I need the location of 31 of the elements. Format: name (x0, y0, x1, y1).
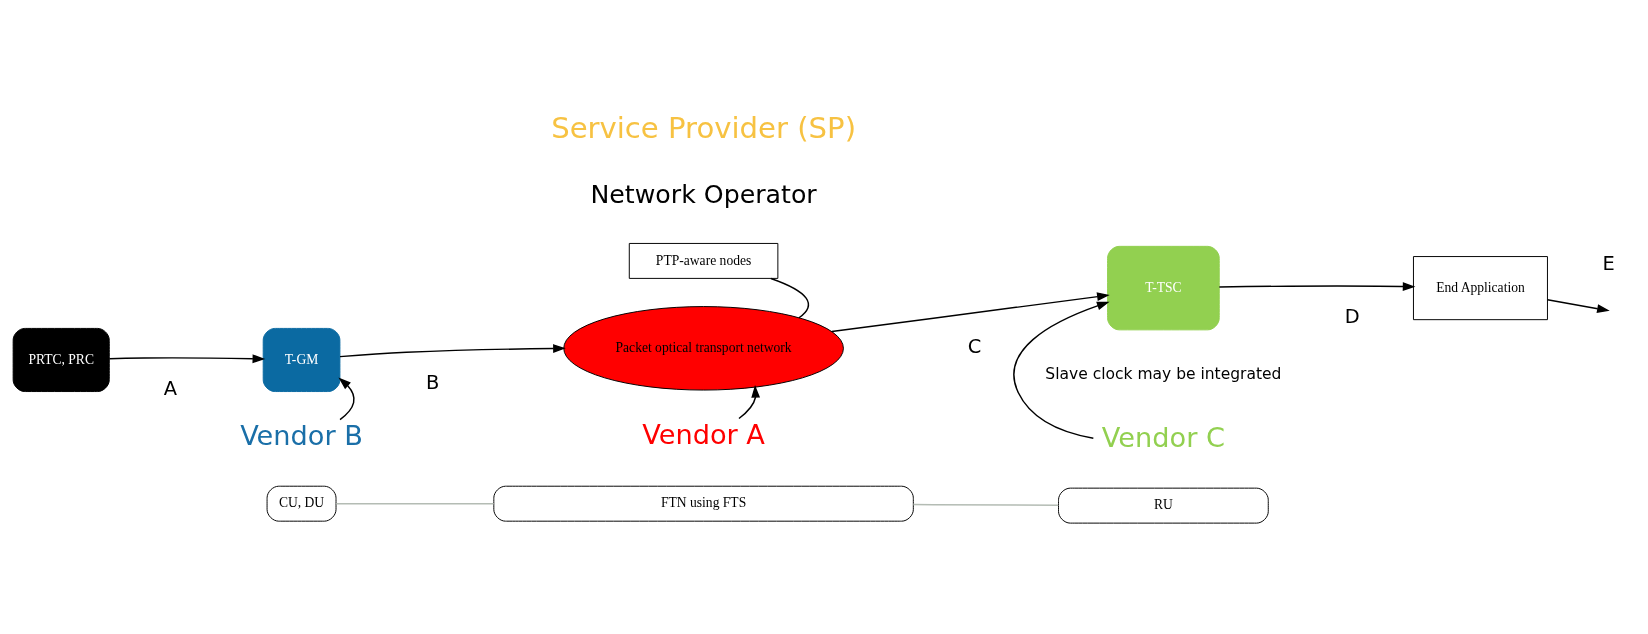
label: C (967, 335, 982, 359)
node-text: Vendor B (240, 420, 363, 452)
connector (770, 277, 810, 319)
arrow (1013, 301, 1110, 439)
arrow (339, 344, 566, 358)
node-box: FTN using FTS (493, 485, 914, 522)
label: E (1602, 251, 1615, 275)
label: B (425, 371, 440, 395)
node-box: CU, DU (266, 485, 337, 522)
label: A (163, 376, 178, 400)
arrow (108, 354, 266, 364)
arrow (1546, 299, 1610, 313)
node-box: T-GM (262, 327, 341, 392)
node-text: Vendor A (642, 419, 765, 451)
node-box: T-TSC (1107, 245, 1220, 331)
arrow (738, 385, 761, 420)
node-ellipse: Packet optical transport network (563, 306, 844, 391)
node-text: Vendor C (1101, 422, 1225, 454)
connector (335, 502, 495, 505)
label: Slave clock may be integrated (1045, 365, 1282, 384)
arrow (338, 377, 355, 421)
arrow (831, 292, 1110, 333)
node-box: RU (1058, 487, 1269, 524)
node-box: PRTC, PRC (12, 327, 110, 392)
arrow (1218, 282, 1416, 291)
label: Network Operator (590, 179, 817, 209)
label: D (1344, 305, 1360, 329)
node-box: End Application (1412, 256, 1548, 321)
label: Service Provider (SP) (551, 111, 857, 146)
node-box: PTP-aware nodes (628, 242, 779, 279)
connector (912, 503, 1059, 506)
